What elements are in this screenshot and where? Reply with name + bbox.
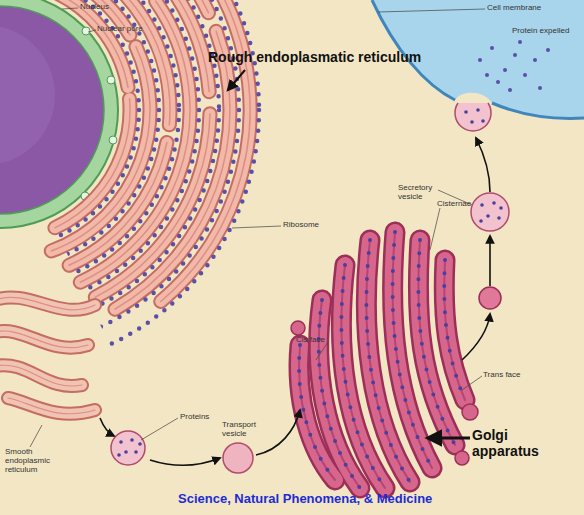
nuclear-pore <box>107 76 115 84</box>
part-label: Trans face <box>483 371 543 380</box>
smooth-er <box>0 297 95 413</box>
part-label: Rough endoplasmatic reticulum <box>208 50 468 66</box>
pathway-arrows <box>100 138 490 465</box>
callout-arrow <box>228 70 245 90</box>
part-label: Protein expelled <box>512 27 582 36</box>
nucleoplasm <box>0 6 104 214</box>
callout-arrow <box>428 437 470 440</box>
golgi-stack <box>299 232 465 488</box>
part-label: Smooth endoplasmic reticulum <box>5 448 57 475</box>
expelled-protein-dots <box>478 40 550 92</box>
protein-dots <box>117 438 142 457</box>
figure-caption: Science, Natural Phenomena, & Medicine <box>178 492 498 507</box>
leader-lines <box>30 8 485 447</box>
vesicle <box>111 431 145 465</box>
vesicle <box>223 443 253 473</box>
part-label: Cell membrane <box>487 4 567 13</box>
nuclear-pore <box>109 136 117 144</box>
part-label: Golgi apparatus <box>472 428 560 459</box>
nuclear-pore <box>82 27 90 35</box>
golgi-buds <box>291 321 478 465</box>
part-label: Cis face <box>296 336 346 345</box>
part-label: Nuclear pore <box>97 25 167 34</box>
part-label: Cisternae <box>437 200 492 209</box>
part-label: Secretory vesicle <box>398 184 438 202</box>
nucleus-highlight <box>0 25 55 165</box>
part-label: Transport vesicle <box>222 421 264 439</box>
part-label: Ribosome <box>283 221 343 230</box>
part-label: Nucleus <box>80 3 140 12</box>
